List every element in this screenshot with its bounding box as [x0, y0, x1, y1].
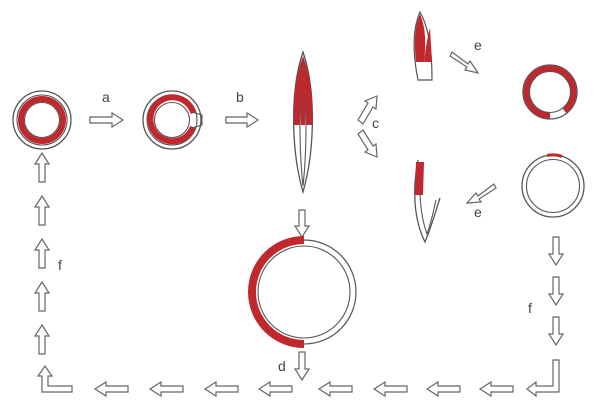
corner-arrow-bottom-right [527, 360, 559, 396]
circle-stage-1-red-strand [21, 99, 63, 141]
arrow-d [295, 352, 309, 380]
hairpin-lower [415, 160, 440, 242]
bottom-row-arrows [95, 382, 513, 396]
large-circle-inner [258, 246, 350, 338]
arrow-f-left-2 [35, 282, 49, 311]
circle-product-red [523, 65, 577, 119]
label-f-left: f [58, 257, 62, 273]
circle-stage-2 [143, 91, 202, 149]
circle-stage-2-red-strand [150, 97, 193, 141]
circle-product-red-outer [523, 65, 577, 119]
label-f-right: f [528, 300, 532, 316]
label-c: c [372, 115, 379, 131]
corner-arrow-bottom-left [38, 366, 72, 392]
arrow-f-right-3 [549, 317, 563, 345]
circle-product-red-inner [530, 72, 571, 113]
circle-stage-1-core-strand [25, 103, 60, 138]
arrow-f-left-1 [35, 325, 49, 354]
arrow-f-left-4 [35, 196, 49, 225]
arrow-c-down [358, 130, 377, 157]
circle-product-red-strand [527, 69, 574, 116]
arrow-b [226, 113, 258, 127]
circle-stage-1 [13, 91, 71, 149]
circle-product-white-inner [527, 160, 580, 213]
arrow-left-7 [150, 382, 183, 396]
large-circle-red-strand [252, 240, 304, 344]
arrow-f-left-5 [35, 153, 49, 182]
arrow-f-right-1 [549, 237, 563, 265]
hairpin-lower-red-strand [415, 162, 424, 195]
arrow-a [90, 113, 123, 127]
label-e-bottom: e [474, 204, 482, 220]
arrow-left-4 [319, 382, 352, 396]
arrow-e-bottom [467, 184, 496, 203]
large-circle-intermediate [252, 240, 356, 344]
arrow-left-2 [427, 382, 460, 396]
hairpin-upper [414, 12, 432, 80]
arrow-left-1 [480, 382, 513, 396]
arrow-left-6 [205, 382, 238, 396]
circle-stage-2-core-strand [155, 103, 190, 138]
spindle-intermediate [294, 52, 313, 192]
arrow-e-top [450, 52, 478, 73]
arrow-left-3 [374, 382, 407, 396]
circle-product-white-red-mark [547, 155, 562, 156]
label-e-top: e [474, 37, 482, 53]
arrow-left-8 [95, 382, 128, 396]
circle-product-white [522, 155, 584, 217]
arrow-left-5 [259, 382, 292, 396]
arrow-down-to-large-circle [295, 210, 309, 237]
label-b: b [236, 89, 244, 105]
arrow-f-left-3 [35, 239, 49, 268]
label-d: d [278, 358, 286, 374]
arrow-f-right-2 [549, 277, 563, 305]
label-a: a [102, 89, 110, 105]
circle-product-white-outer [522, 155, 584, 217]
